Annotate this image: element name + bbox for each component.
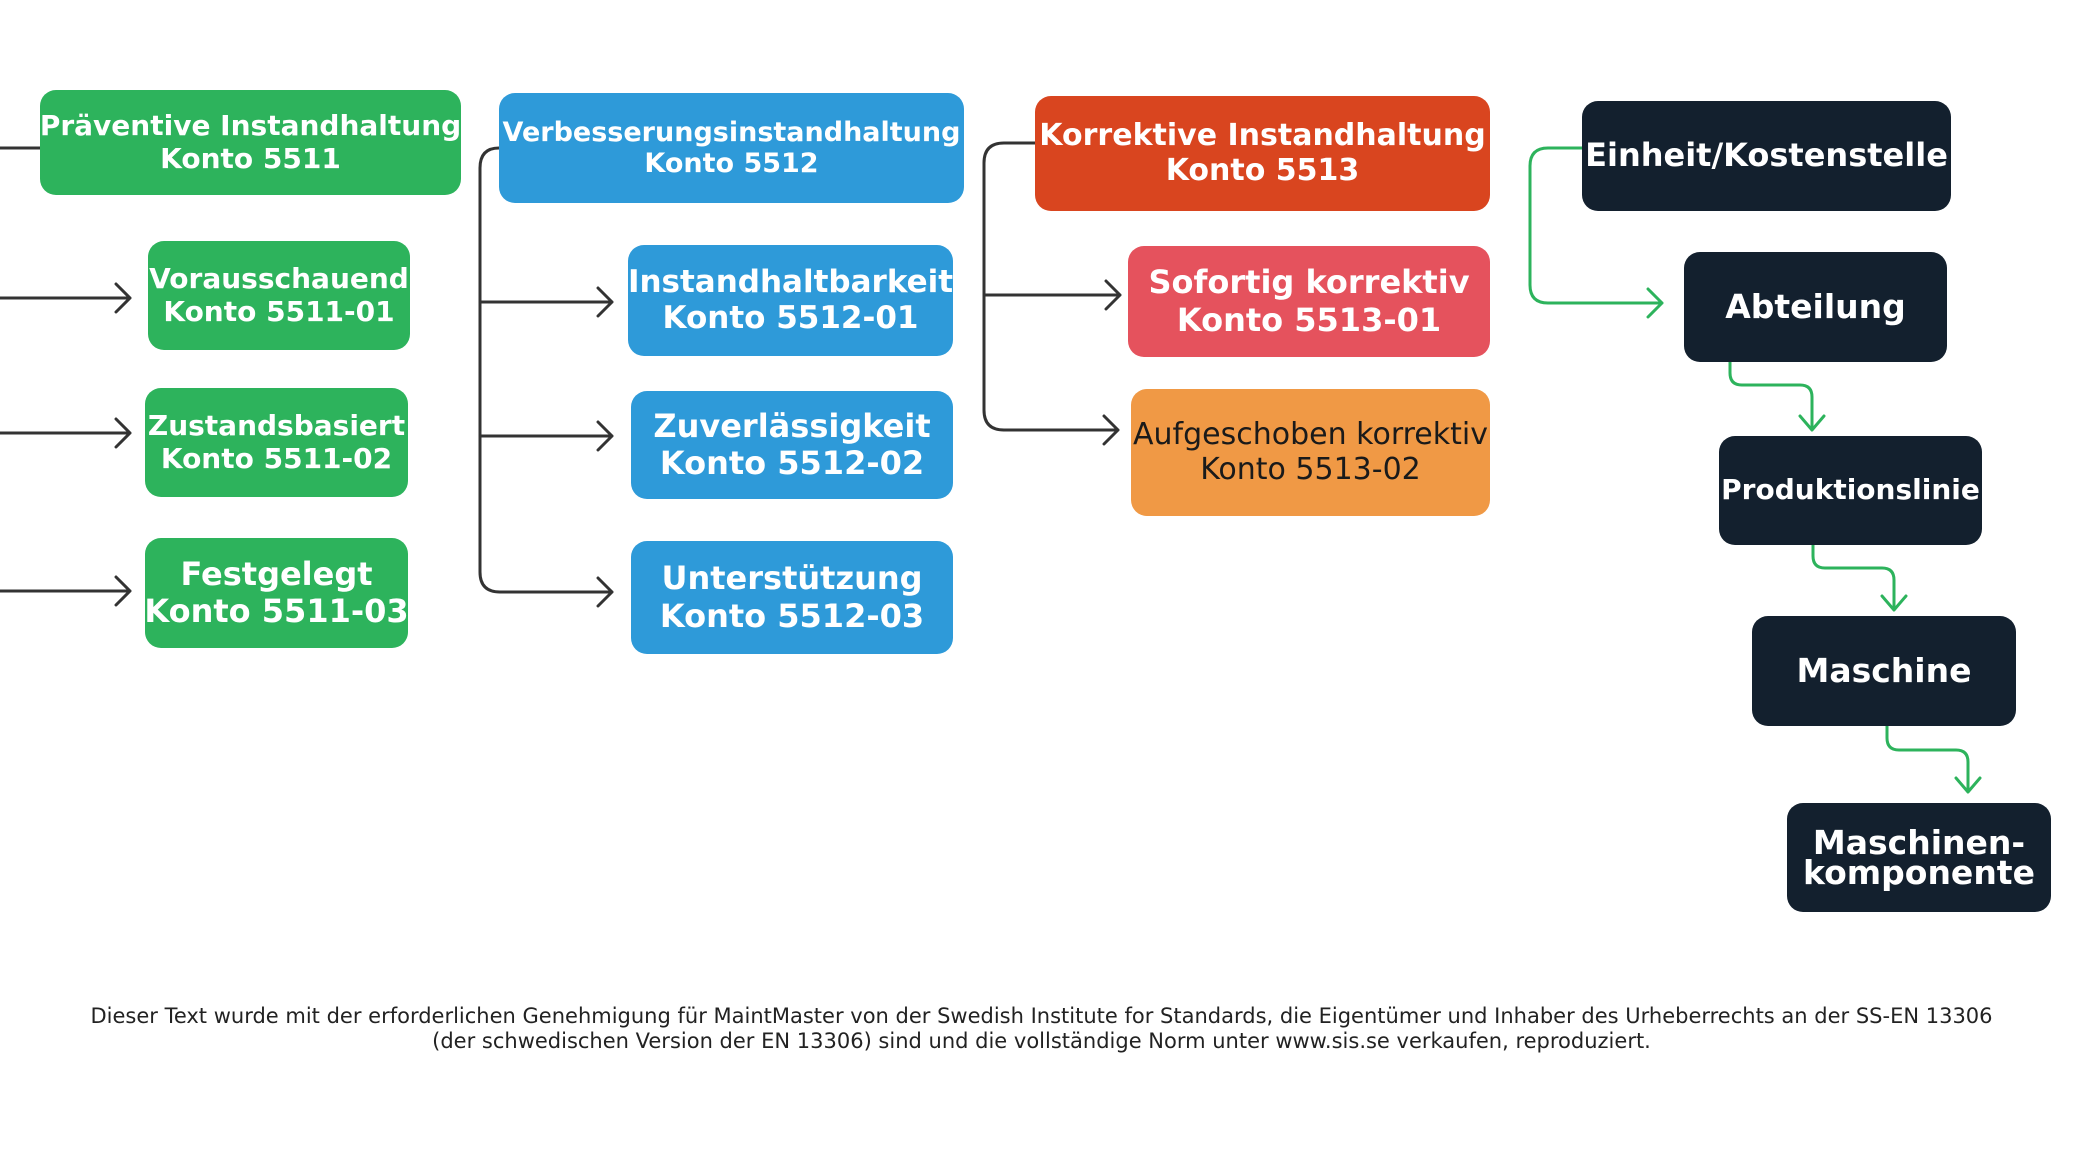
node-account: Konto 5512-01 xyxy=(662,299,919,336)
node-title: Maschinen- xyxy=(1812,822,2026,862)
node-title: Abteilung xyxy=(1725,286,1906,326)
node-sofortig-korrektiv: Sofortig korrektiv Konto 5513-01 xyxy=(1128,246,1490,357)
connector-arrow-5513-02 xyxy=(1002,414,1120,446)
node-aufgeschoben-korrektiv: Aufgeschoben korrektiv Konto 5513-02 xyxy=(1131,389,1490,516)
node-einheit-kostenstelle: Einheit/Kostenstelle xyxy=(1582,101,1951,211)
node-title: Einheit/Kostenstelle xyxy=(1585,136,1948,175)
connector-arrow-5511-02 xyxy=(0,417,132,449)
node-account: Konto 5512-02 xyxy=(659,444,925,482)
connector-trunk-5512 xyxy=(478,146,502,594)
node-verbesserungsinstandhaltung: Verbesserungsinstandhaltung Konto 5512 xyxy=(499,93,964,203)
node-title-cont: komponente xyxy=(1803,852,2035,892)
node-title: Vorausschauend xyxy=(149,262,409,296)
node-account: Konto 5511-03 xyxy=(144,592,409,630)
node-korrektive-instandhaltung: Korrektive Instandhaltung Konto 5513 xyxy=(1035,96,1490,211)
node-account: Konto 5512-03 xyxy=(659,596,925,635)
node-abteilung: Abteilung xyxy=(1684,252,1947,362)
node-title: Festgelegt xyxy=(180,554,373,593)
node-account: Konto 5513-02 xyxy=(1200,451,1421,487)
connector-green-4 xyxy=(1885,724,1982,794)
node-account: Konto 5511 xyxy=(160,141,341,175)
node-title: Zuverlässigkeit xyxy=(653,406,931,445)
connector-green-2 xyxy=(1728,360,1826,432)
copyright-line-2: (der schwedischen Version der EN 13306) … xyxy=(432,1029,1651,1054)
connector-arrow-5512-02 xyxy=(478,420,614,452)
node-maschine: Maschine xyxy=(1752,616,2016,726)
node-title: Produktionslinie xyxy=(1721,473,1980,507)
connector-arrow-5511-01 xyxy=(0,282,132,314)
node-zustandsbasiert: Zustandsbasiert Konto 5511-02 xyxy=(145,388,408,497)
node-zuverlaessigkeit: Zuverlässigkeit Konto 5512-02 xyxy=(631,391,953,499)
node-maschinenkomponente: Maschinen- komponente xyxy=(1787,803,2051,912)
copyright-notice: Dieser Text wurde mit der erforderlichen… xyxy=(40,1004,2043,1054)
node-vorausschauend: Vorausschauend Konto 5511-01 xyxy=(148,241,410,350)
connector-arrow-5513-01 xyxy=(982,279,1122,311)
node-title: Präventive Instandhaltung xyxy=(39,109,462,143)
node-title: Korrektive Instandhaltung xyxy=(1039,117,1486,153)
node-title: Instandhaltbarkeit xyxy=(627,263,954,300)
node-account: Konto 5513 xyxy=(1165,152,1360,188)
node-title: Verbesserungsinstandhaltung xyxy=(502,116,961,148)
node-title: Maschine xyxy=(1796,650,1972,690)
node-account: Konto 5512 xyxy=(644,148,819,179)
node-title: Unterstützung xyxy=(661,559,923,598)
node-title: Zustandsbasiert xyxy=(147,409,406,443)
node-praeventive-instandhaltung: Präventive Instandhaltung Konto 5511 xyxy=(40,90,461,195)
connector-green-1 xyxy=(1528,146,1664,319)
node-unterstuetzung: Unterstützung Konto 5512-03 xyxy=(631,541,953,654)
connector-green-3 xyxy=(1811,543,1908,612)
connector-arrow-5512-03 xyxy=(498,576,614,608)
node-account: Konto 5511-02 xyxy=(160,441,393,475)
node-instandhaltbarkeit: Instandhaltbarkeit Konto 5512-01 xyxy=(628,245,953,356)
node-account: Konto 5511-01 xyxy=(163,294,395,328)
connector-arrow-5511-03 xyxy=(0,575,132,607)
node-festgelegt: Festgelegt Konto 5511-03 xyxy=(144,538,409,648)
node-produktionslinie: Produktionslinie xyxy=(1719,436,1982,545)
connector-trunk-5513 xyxy=(982,141,1037,432)
node-account: Konto 5513-01 xyxy=(1176,300,1442,339)
node-title: Aufgeschoben korrektiv xyxy=(1133,416,1488,452)
connector-arrow-5512-01 xyxy=(478,286,614,318)
node-title: Sofortig korrektiv xyxy=(1148,263,1470,302)
copyright-line-1: Dieser Text wurde mit der erforderlichen… xyxy=(90,1004,1993,1028)
